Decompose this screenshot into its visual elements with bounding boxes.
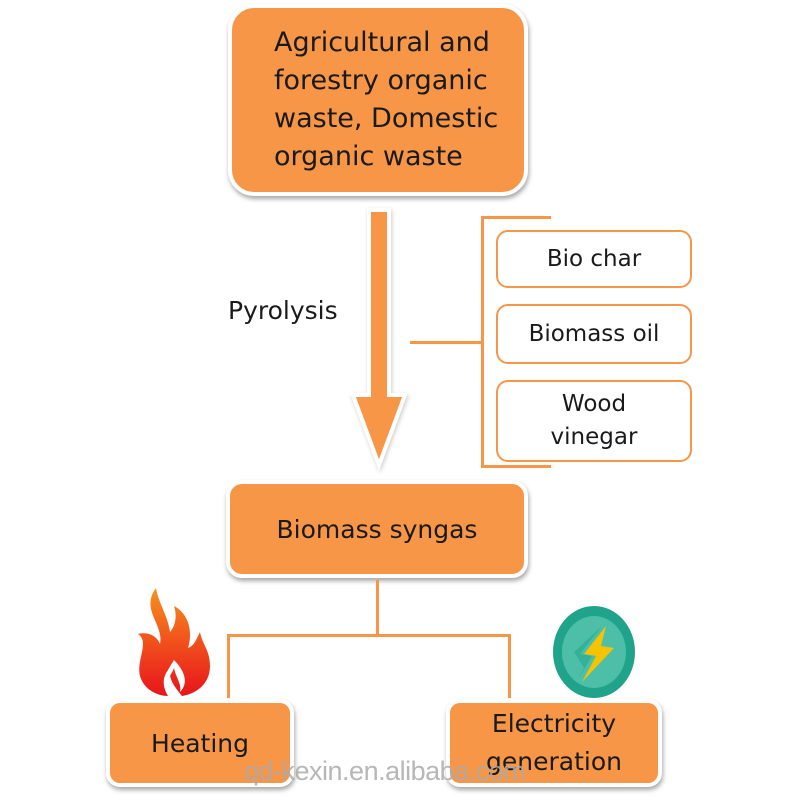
byproduct-biomass-oil: Biomass oil bbox=[496, 304, 692, 364]
source-node: Agricultural and forestry organic waste,… bbox=[228, 4, 528, 196]
byproduct-bracket bbox=[481, 216, 484, 468]
flame-outer bbox=[138, 588, 210, 696]
byproduct-label: Biomass oil bbox=[528, 320, 660, 347]
main-product-label: Biomass syngas bbox=[276, 514, 478, 544]
application-branch-connector bbox=[227, 634, 511, 637]
application-electricity-generation: Electricity generation bbox=[446, 699, 662, 787]
byproduct-label: Wood vinegar bbox=[550, 391, 638, 450]
bolt-shadow bbox=[574, 626, 602, 680]
source-node-label: Agricultural and forestry organic waste,… bbox=[274, 27, 499, 172]
syngas-stem-connector bbox=[376, 580, 379, 636]
byproduct-bio-char: Bio char bbox=[496, 230, 692, 288]
byproduct-wood-vinegar: Wood vinegar bbox=[496, 380, 692, 462]
main-product-node: Biomass syngas bbox=[226, 480, 528, 578]
byproduct-bracket-top bbox=[481, 216, 551, 219]
lightning-bolt-icon bbox=[553, 606, 635, 698]
byproduct-connector bbox=[410, 341, 484, 344]
bolt bbox=[582, 626, 614, 682]
application-label: Heating bbox=[151, 728, 249, 758]
byproduct-bracket-bottom bbox=[481, 465, 551, 468]
electricity-connector bbox=[508, 634, 511, 698]
flame-icon bbox=[138, 588, 210, 696]
pyrolysis-arrow-shape bbox=[350, 208, 408, 471]
flame-inner bbox=[164, 660, 185, 692]
pyrolysis-label: Pyrolysis bbox=[228, 296, 338, 325]
byproduct-label: Bio char bbox=[546, 245, 642, 272]
watermark: qd-kexin.en.alibaba.com bbox=[244, 756, 526, 786]
application-label: Electricity generation bbox=[486, 709, 622, 776]
heating-connector bbox=[227, 634, 230, 698]
application-heating: Heating bbox=[106, 699, 294, 787]
